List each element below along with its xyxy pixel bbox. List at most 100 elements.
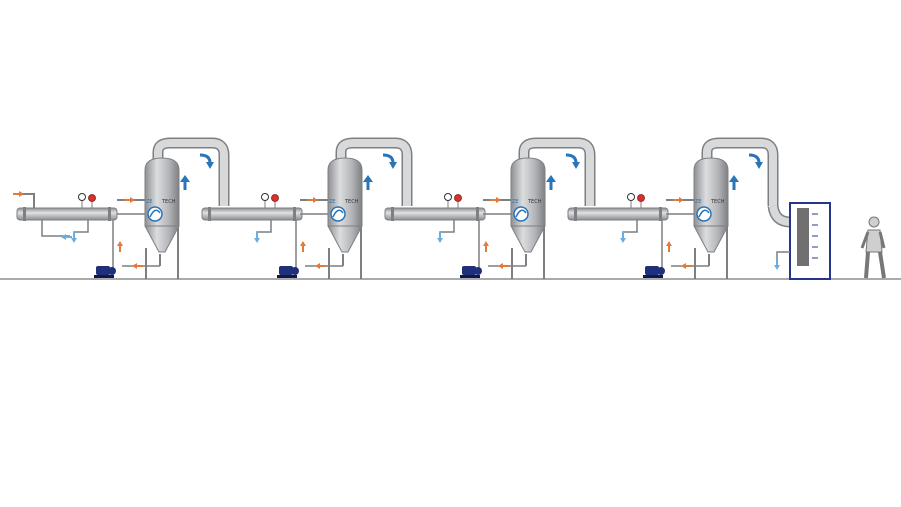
pump-motor xyxy=(462,266,476,275)
heat-exchanger-tube xyxy=(16,207,118,221)
brand-logo-icon xyxy=(696,206,712,222)
feed-flow-arrow-head xyxy=(496,197,501,203)
pump-head xyxy=(291,267,299,275)
steam-inlet-pipe xyxy=(20,193,35,208)
effect-stage-3: ZE TECH xyxy=(384,137,596,279)
heat-exchanger-tube xyxy=(567,207,669,221)
condenser-drain-pipe xyxy=(776,251,790,262)
vapor-up-arrow-head xyxy=(363,175,373,182)
safety-valve-icon xyxy=(637,194,645,202)
brand-logo-swoosh xyxy=(698,209,710,218)
condensate-out-arrow-head xyxy=(71,238,77,243)
condensate-out-arrow xyxy=(620,232,626,243)
separator-vessel xyxy=(693,157,729,253)
pump-base xyxy=(277,275,297,278)
condenser-inlet-pipe xyxy=(769,205,791,226)
safety-valve-icon xyxy=(88,194,96,202)
brand-prefix: ZE xyxy=(329,199,336,205)
feed-flow-arrow-head xyxy=(679,197,684,203)
feed-flow-arrow-head xyxy=(313,197,318,203)
recirculation-pipe xyxy=(291,220,297,271)
vapor-up-arrow xyxy=(729,175,739,190)
vapor-pipe xyxy=(520,139,594,206)
vapor-turn-arrow-head xyxy=(755,162,763,169)
brand-prefix: ZE xyxy=(512,199,519,205)
feed-flow-arrow-head xyxy=(130,197,135,203)
separator-vessel xyxy=(510,157,546,253)
tube-flange xyxy=(574,207,577,221)
condensate-pipe xyxy=(256,220,272,236)
return-flow-arrow-head xyxy=(132,263,137,269)
brand-logo-icon xyxy=(330,206,346,222)
product-out-arrow xyxy=(61,234,72,240)
pressure-gauge-icon xyxy=(627,193,635,201)
pressure-gauge-icon xyxy=(444,193,452,201)
condensate-out-arrow xyxy=(437,232,443,243)
product-out-arrow-head xyxy=(61,234,66,240)
feed-flow-arrow xyxy=(124,197,135,203)
vapor-up-arrow-head xyxy=(546,175,556,182)
brand-suffix: TECH xyxy=(161,199,176,205)
pump-base xyxy=(94,275,114,278)
brand-logo-swoosh xyxy=(515,209,527,218)
pump-icon xyxy=(643,266,665,278)
condensate-out-arrow-head xyxy=(620,238,626,243)
vapor-up-arrow xyxy=(546,175,556,190)
pump-head xyxy=(108,267,116,275)
heat-exchanger-tube xyxy=(384,207,486,221)
condensate-out-arrow-head xyxy=(437,238,443,243)
return-flow-arrow-head xyxy=(681,263,686,269)
vapor-turn-arrow-head xyxy=(572,162,580,169)
return-flow-arrow-head xyxy=(315,263,320,269)
pump-head xyxy=(657,267,665,275)
pump-base xyxy=(460,275,480,278)
pressure-gauge-icon xyxy=(78,193,86,201)
steam-in-arrow xyxy=(13,191,24,197)
vapor-turn-arrow xyxy=(199,153,214,169)
feed-flow-arrow xyxy=(673,197,684,203)
tube-flange xyxy=(208,207,211,221)
vapor-turn-arrow-shaft xyxy=(382,153,395,164)
return-flow-arrow xyxy=(132,263,143,269)
recirc-up-arrow xyxy=(483,241,489,252)
condensate-out-arrow-head xyxy=(254,238,260,243)
condenser-out-arrow xyxy=(774,259,780,270)
safety-valve-icon xyxy=(271,194,279,202)
heat-exchanger-tube xyxy=(201,207,303,221)
vapor-up-arrow-head xyxy=(729,175,739,182)
pump-icon xyxy=(94,266,116,278)
tube-flange xyxy=(391,207,394,221)
condensate-out-arrow xyxy=(254,232,260,243)
recirculation-pipe xyxy=(108,220,114,271)
pump-icon xyxy=(277,266,299,278)
vapor-pipe xyxy=(703,139,777,206)
brand-logo-swoosh xyxy=(332,209,344,218)
separator-vessel xyxy=(144,157,180,253)
return-flow-arrow xyxy=(315,263,326,269)
return-flow-arrow xyxy=(498,263,509,269)
pump-head xyxy=(474,267,482,275)
condenser-frame xyxy=(789,202,831,280)
brand-suffix: TECH xyxy=(527,199,542,205)
tube-flange xyxy=(476,207,479,221)
operator-figure-icon xyxy=(860,216,886,279)
brand-logo-icon xyxy=(513,206,529,222)
recirc-up-arrow xyxy=(117,241,123,252)
tube-flange xyxy=(108,207,111,221)
operator-arms xyxy=(860,231,886,249)
recirc-up-arrow-head xyxy=(666,241,672,246)
return-flow-arrow xyxy=(681,263,692,269)
separator-vessel xyxy=(327,157,363,253)
recirc-up-arrow-head xyxy=(117,241,123,246)
pressure-gauge-icon xyxy=(261,193,269,201)
vapor-turn-arrow xyxy=(748,153,763,169)
recirculation-pipe xyxy=(474,220,480,271)
vapor-turn-arrow xyxy=(565,153,580,169)
vapor-turn-arrow-shaft xyxy=(748,153,761,164)
recirc-up-arrow-head xyxy=(300,241,306,246)
condensate-out-arrow xyxy=(71,232,77,243)
safety-valve-icon xyxy=(454,194,462,202)
